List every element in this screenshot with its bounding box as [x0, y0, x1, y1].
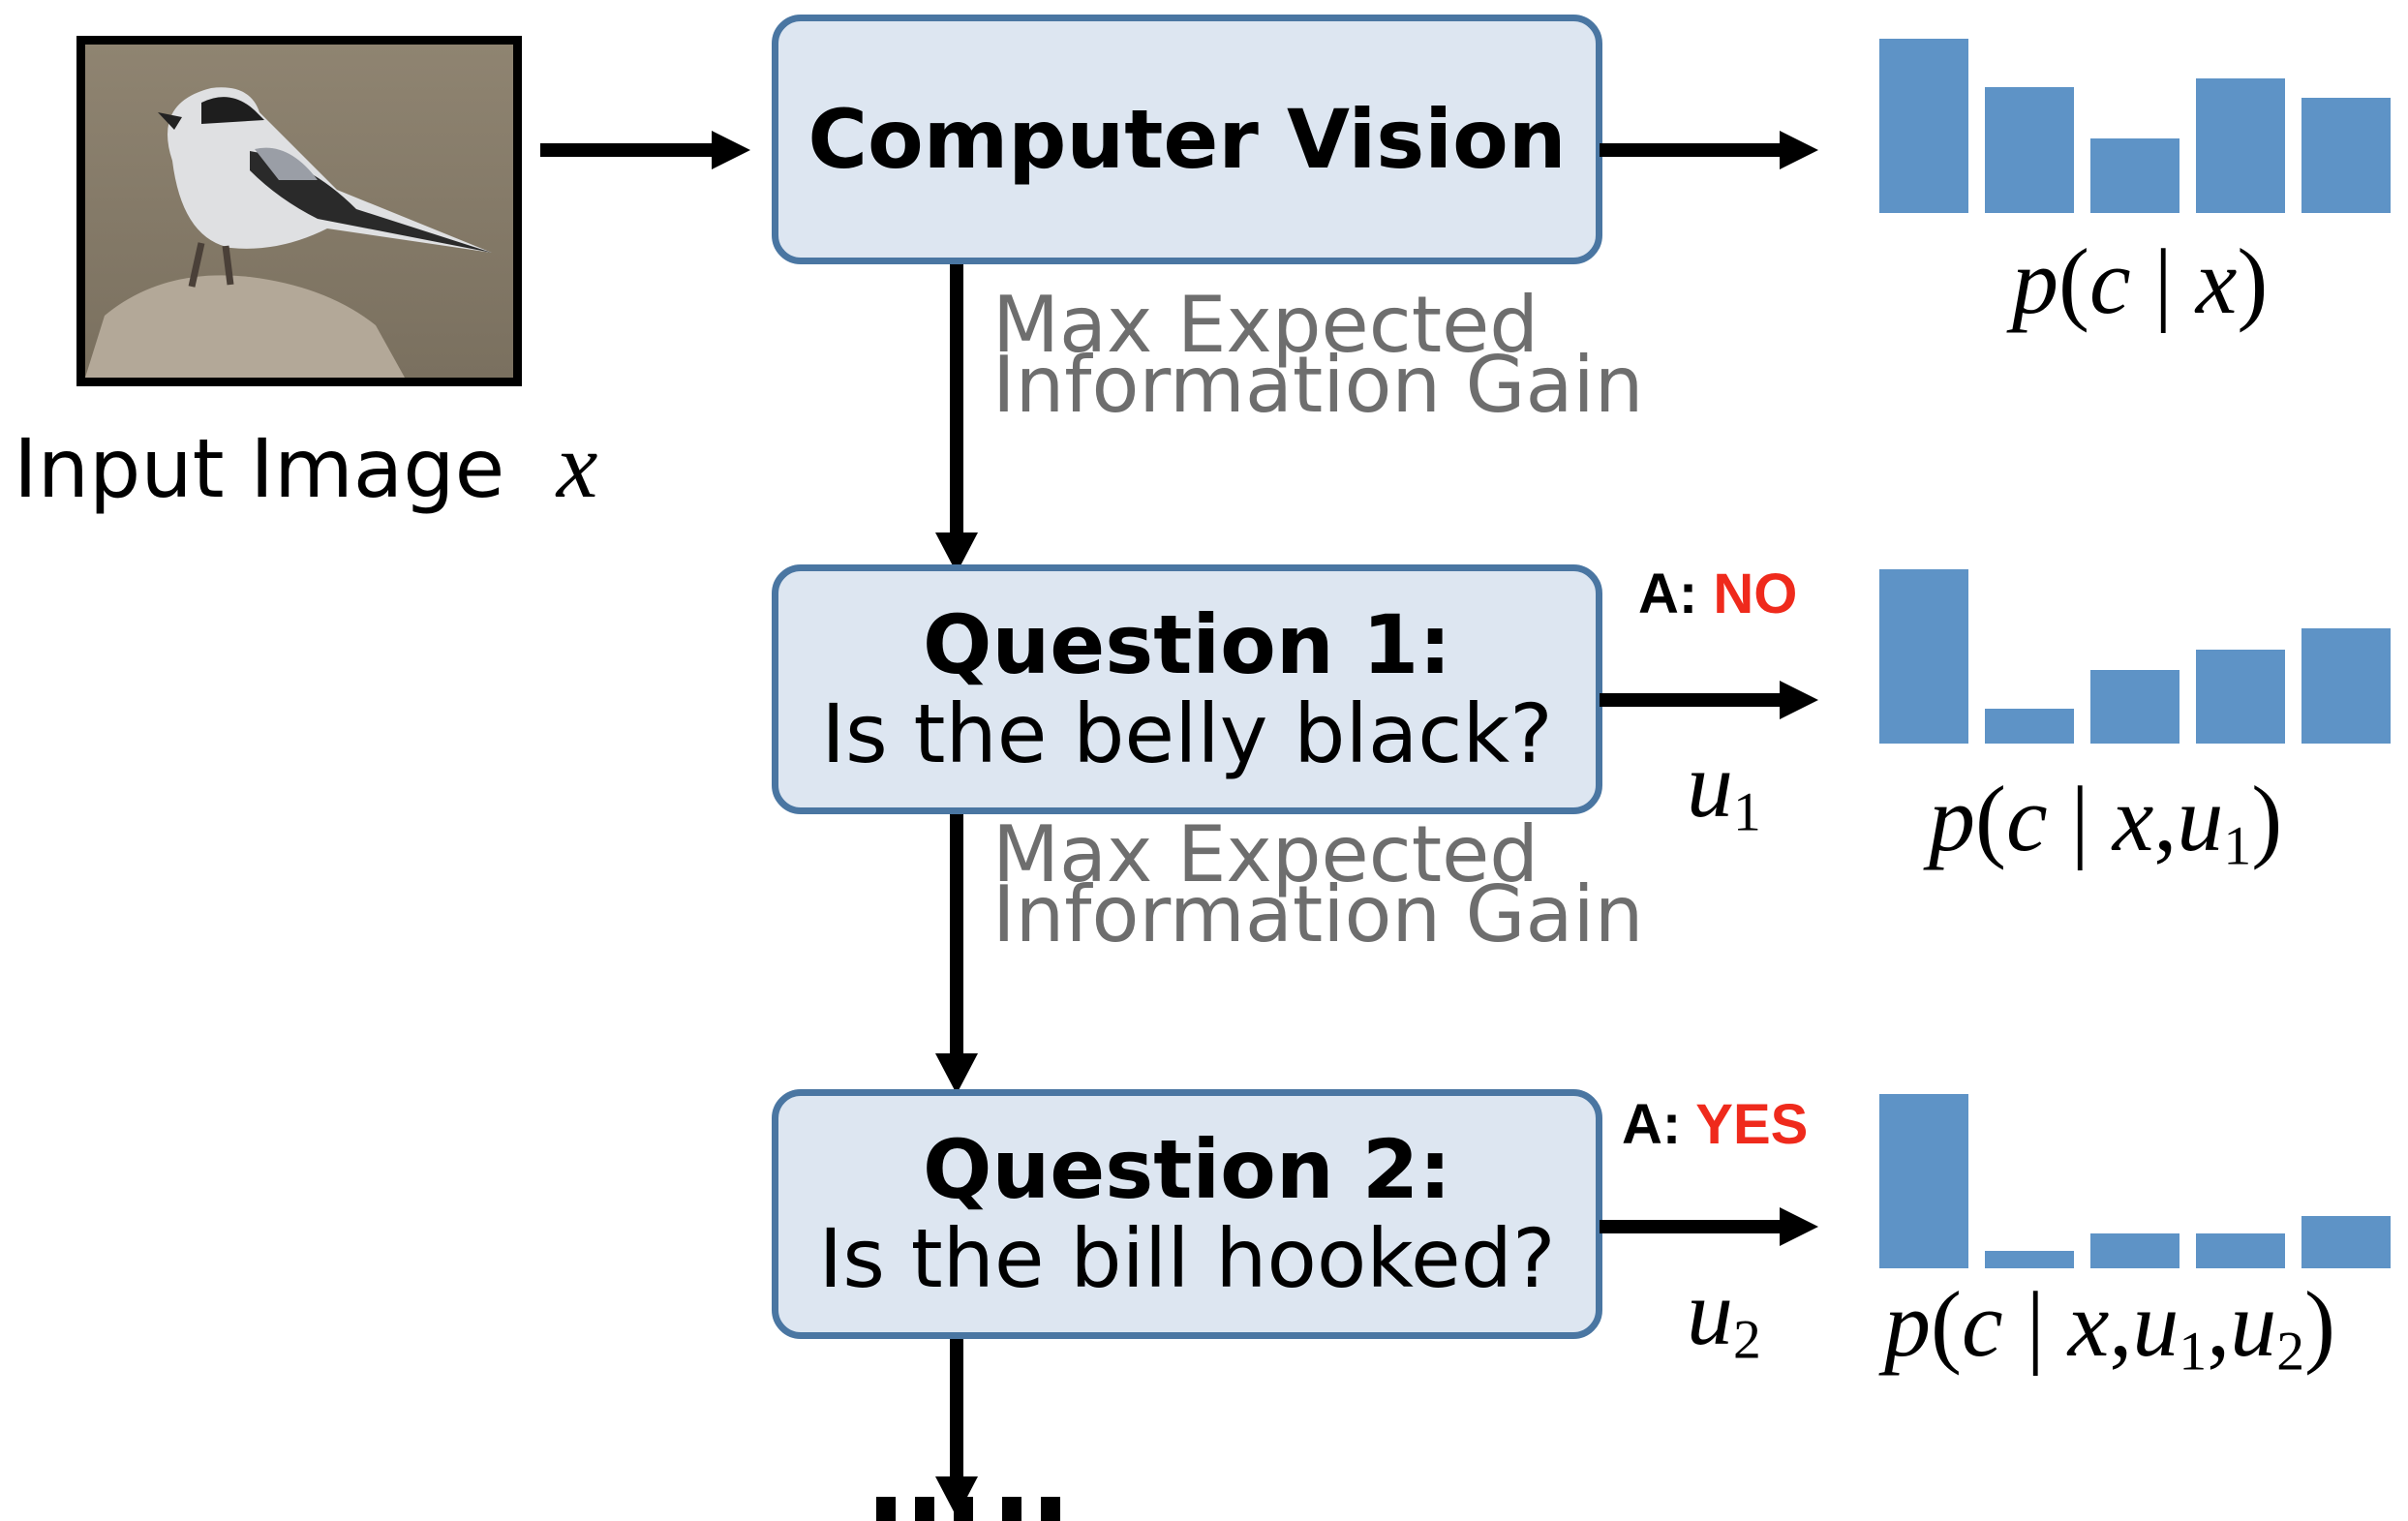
computer-vision-box: Computer Vision	[772, 15, 1602, 264]
computer-vision-label: Computer Vision	[808, 91, 1567, 187]
question-2-title: Question 2:	[923, 1121, 1451, 1217]
bird-body	[168, 87, 492, 254]
input-image	[76, 36, 522, 386]
question-2-answer: A: YES	[1622, 1093, 1809, 1156]
distribution-chart-1	[1879, 39, 2393, 213]
arrowhead-input-to-cv	[712, 131, 750, 169]
arrow-input-to-cv	[540, 143, 715, 157]
distribution-2-bar-3	[2090, 670, 2179, 744]
distribution-3-bar-4	[2196, 1233, 2285, 1268]
question-1-title: Question 1:	[923, 596, 1451, 692]
answer-variable-2: u2	[1687, 1261, 1761, 1371]
distribution-1-bar-4	[2196, 78, 2285, 213]
gain-label-1: Max Expected Information Gain	[992, 280, 1644, 430]
arrow-q1-to-dist	[1600, 693, 1783, 707]
distribution-label-3: p(c | x,u1,u2)	[1884, 1272, 2335, 1383]
rock	[85, 275, 405, 378]
distribution-2-bar-1	[1879, 569, 1968, 744]
arrow-cv-to-q1	[950, 264, 963, 535]
distribution-label-2: p(c | x,u1)	[1929, 767, 2283, 877]
bird-photo	[85, 45, 513, 378]
arrowhead-q1-to-q2	[935, 1053, 978, 1094]
question-2-box: Question 2: Is the bill hooked?	[772, 1089, 1602, 1339]
distribution-2-bar-5	[2301, 628, 2391, 744]
arrow-q2-to-dist	[1600, 1220, 1783, 1233]
distribution-chart-3	[1879, 1094, 2393, 1268]
distribution-1-bar-2	[1985, 87, 2074, 213]
continuation-marks	[876, 1497, 1060, 1521]
distribution-chart-2	[1879, 569, 2393, 744]
input-image-label: Input Image x	[14, 413, 598, 517]
question-1-answer: A: NO	[1638, 563, 1798, 625]
distribution-3-bar-5	[2301, 1216, 2391, 1268]
gain-label-2: Max Expected Information Gain	[992, 809, 1644, 959]
distribution-3-bar-3	[2090, 1233, 2179, 1268]
distribution-3-bar-2	[1985, 1251, 2074, 1268]
distribution-label-1: p(c | x)	[2012, 229, 2269, 333]
arrow-q2-to-next	[950, 1339, 963, 1479]
distribution-1-bar-1	[1879, 39, 1968, 213]
arrowhead-cv-to-dist	[1780, 131, 1818, 169]
distribution-2-bar-4	[2196, 650, 2285, 744]
question-2-text: Is the bill hooked?	[818, 1211, 1556, 1306]
arrow-q1-to-q2	[950, 814, 963, 1056]
question-1-text: Is the belly black?	[821, 686, 1553, 781]
distribution-1-bar-3	[2090, 138, 2179, 213]
distribution-3-bar-1	[1879, 1094, 1968, 1268]
arrowhead-q2-to-dist	[1780, 1207, 1818, 1246]
arrowhead-q1-to-dist	[1780, 681, 1818, 719]
answer-variable-1: u1	[1687, 733, 1761, 843]
distribution-2-bar-2	[1985, 709, 2074, 744]
question-1-box: Question 1: Is the belly black?	[772, 564, 1602, 814]
arrow-cv-to-dist	[1600, 143, 1783, 157]
distribution-1-bar-5	[2301, 98, 2391, 213]
